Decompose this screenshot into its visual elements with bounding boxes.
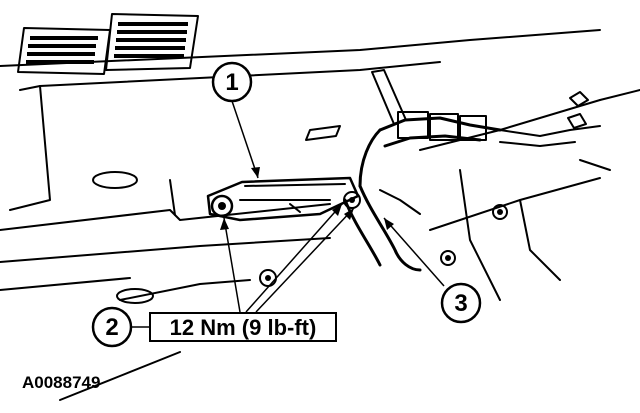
body-panel-lines (0, 29, 640, 401)
slot-opening (305, 125, 341, 141)
callout-3-number: 3 (454, 290, 467, 317)
oval-opening (92, 171, 138, 189)
figure-id: A0088749 (22, 373, 100, 392)
callout-2-number: 2 (105, 314, 118, 341)
callout-1-number: 1 (225, 69, 238, 96)
mounting-nut (343, 191, 361, 209)
callout-1: 1 (211, 61, 253, 103)
wiring-harness (343, 69, 601, 272)
mounting-bolt (210, 194, 234, 218)
callout-2: 2 (91, 306, 133, 348)
module-bracket (206, 176, 361, 222)
vent-grille-left (17, 27, 111, 75)
callout-3: 3 (440, 282, 482, 324)
oval-opening (116, 288, 154, 304)
torque-spec-label: 12 Nm (9 lb-ft) (170, 315, 317, 340)
vent-grille-right (105, 13, 199, 71)
leader-lines (131, 100, 445, 328)
torque-spec-box: 12 Nm (9 lb-ft) (149, 312, 337, 342)
